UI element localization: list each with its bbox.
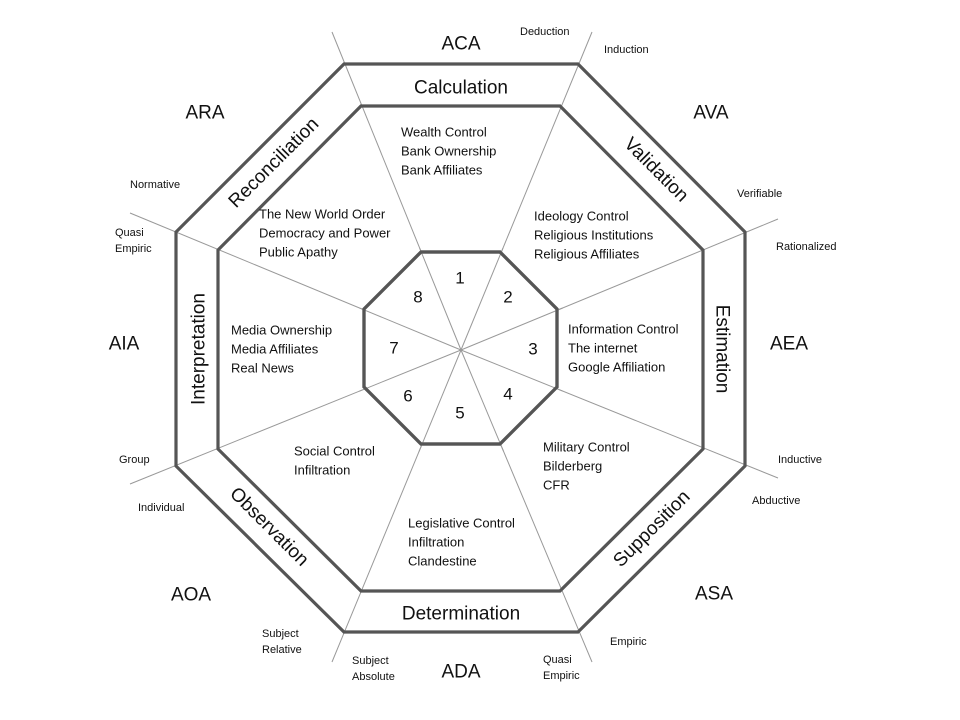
inner-spoke-line: [418, 349, 462, 452]
inner-spoke-line: [460, 349, 564, 392]
sector-3-line: The internet: [568, 341, 638, 356]
inner-spoke-line: [460, 307, 563, 351]
sector-numbers: 1 2 3 4 5 6 7 8: [389, 269, 537, 423]
sector-number-1: 1: [455, 269, 464, 288]
sector-number-7: 7: [389, 339, 398, 358]
inner-spoke-line: [359, 307, 462, 351]
sector-number-2: 2: [503, 288, 512, 307]
axis-labels: DeductionInductionVerifiableRationalized…: [115, 26, 837, 683]
sector-6-line: Infiltration: [294, 463, 350, 478]
axis-label-rationalized: Rationalized: [776, 241, 837, 253]
axis-label-normative: Normative: [130, 179, 180, 191]
inner-spoke-line: [460, 248, 504, 351]
band-label-interpretation: Interpretation: [189, 293, 210, 405]
sector-number-4: 4: [503, 385, 512, 404]
outer-codes: ACA AVA AEA ASA ADA AOA AIA ARA: [109, 34, 809, 683]
axis-label-abductive: Abductive: [752, 495, 800, 507]
sector-6-line: Social Control: [294, 444, 375, 459]
sector-4-line: CFR: [543, 478, 570, 493]
sector-7-line: Media Affiliates: [231, 342, 319, 357]
sector-5-line: Legislative Control: [408, 516, 515, 531]
middle-octagon: [216, 104, 705, 593]
sector-8-line: The New World Order: [259, 207, 386, 222]
inner-spoke-line: [419, 247, 462, 351]
sector-8-line: Democracy and Power: [259, 226, 391, 241]
outer-octagon: [174, 62, 747, 634]
code-aea: AEA: [770, 334, 808, 355]
code-aoa: AOA: [171, 585, 211, 606]
sector-4-line: Military Control: [543, 440, 630, 455]
axis-label-verifiable: Verifiable: [737, 188, 782, 200]
sector-5-line: Infiltration: [408, 535, 464, 550]
band-label-calculation: Calculation: [414, 78, 508, 99]
sector-8-line: Public Apathy: [259, 245, 338, 260]
axis-label-empiric: Empiric: [610, 636, 647, 648]
band-label-determination: Determination: [402, 604, 520, 625]
code-ada: ADA: [441, 662, 480, 683]
band-label-reconciliation: Reconciliation: [225, 114, 323, 212]
axis-label-individual: Individual: [138, 502, 184, 514]
code-ara: ARA: [185, 103, 224, 124]
axis-label-subject-absolute: Absolute: [352, 671, 395, 683]
sector-2-line: Ideology Control: [534, 209, 629, 224]
axis-label-quasi-empiric-bottom: Empiric: [543, 670, 580, 682]
inner-octagon-outline: [362, 250, 559, 446]
axis-label-subject-relative: Subject: [262, 628, 299, 640]
sector-7-line: Real News: [231, 361, 294, 376]
sector-4-line: Bilderberg: [543, 459, 602, 474]
inner-spoke-line: [358, 349, 462, 392]
sector-1-line: Bank Ownership: [401, 144, 496, 159]
sector-1-line: Bank Affiliates: [401, 163, 483, 178]
axis-label-induction: Induction: [604, 44, 649, 56]
axis-label-subject-relative: Relative: [262, 644, 302, 656]
sector-number-6: 6: [403, 387, 412, 406]
axis-label-inductive: Inductive: [778, 454, 822, 466]
sector-2-line: Religious Affiliates: [534, 247, 640, 262]
octagon-rings: [174, 62, 747, 634]
axis-label-deduction: Deduction: [520, 26, 570, 38]
band-label-estimation: Estimation: [712, 305, 733, 394]
sector-5-line: Clandestine: [408, 554, 477, 569]
axis-label-subject-absolute: Subject: [352, 655, 389, 667]
sector-number-8: 8: [413, 288, 422, 307]
sector-3-line: Google Affiliation: [568, 360, 665, 375]
axis-label-quasi-empiric-left: Empiric: [115, 243, 152, 255]
sector-number-5: 5: [455, 404, 464, 423]
code-asa: ASA: [695, 584, 733, 605]
axis-label-group: Group: [119, 454, 150, 466]
inner-spoke-line: [460, 349, 505, 452]
axis-label-quasi-empiric-bottom: Quasi: [543, 654, 572, 666]
sector-1-line: Wealth Control: [401, 125, 487, 140]
code-aca: ACA: [441, 34, 480, 55]
sector-7-line: Media Ownership: [231, 323, 332, 338]
sector-number-3: 3: [528, 340, 537, 359]
code-aia: AIA: [109, 334, 140, 355]
code-ava: AVA: [693, 103, 729, 124]
sector-3-line: Information Control: [568, 322, 679, 337]
axis-label-quasi-empiric-left: Quasi: [115, 227, 144, 239]
sector-2-line: Religious Institutions: [534, 228, 654, 243]
